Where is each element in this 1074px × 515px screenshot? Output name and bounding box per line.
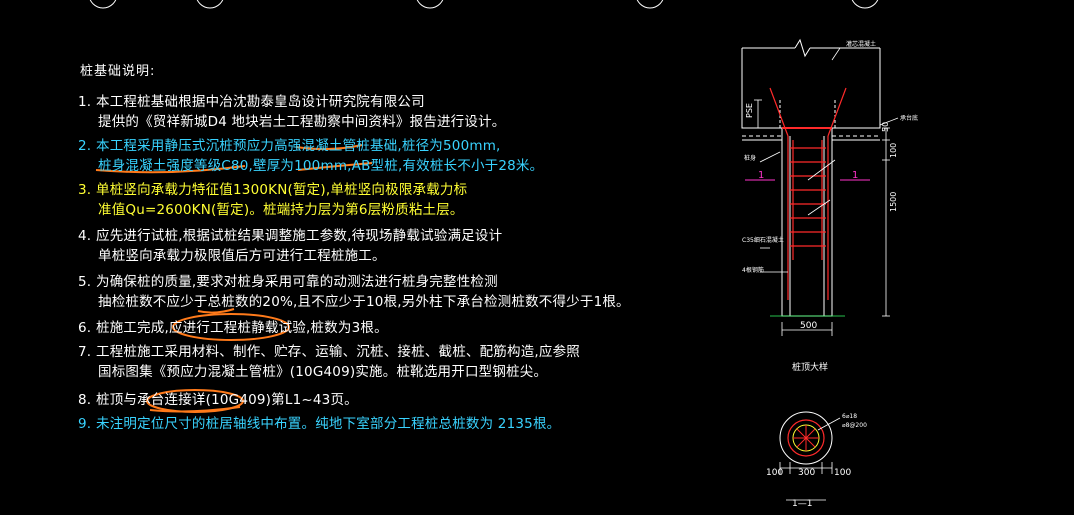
dim-mid-300: 300: [798, 468, 815, 478]
dim-right-100: 100: [834, 468, 851, 478]
caption-section: 1—1: [792, 499, 812, 509]
hand-annotations: [95, 144, 373, 413]
note-item-3: 3.单桩竖向承载力特征值1300KN(暂定),单桩竖向极限承载力标 准值Qu=2…: [78, 180, 467, 220]
underline-pile-diameter: [295, 144, 363, 151]
note-line: 本工程桩基础根据中冶沈勘泰皇岛设计研究院有限公司: [96, 94, 425, 110]
note-item-2: 2.本工程采用静压式沉桩预应力高强混凝土管桩基础,桩径为500mm, 桩身混凝土…: [78, 136, 543, 176]
note-line: 单桩竖向承载力特征值1300KN(暂定),单桩竖向极限承载力标: [96, 182, 468, 198]
cross-section-1-1: 6⌀18 ⌀8@200 100 300 100 1—1: [766, 411, 867, 509]
pile-inner-circle: [787, 419, 825, 457]
note-line: 应先进行试桩,根据试桩结果调整施工参数,待现场静载试验满足设计: [96, 228, 503, 244]
note-item-5: 5.为确保桩的质量,要求对桩身采用可靠的动测法进行桩身完整性检测 抽检桩数不应少…: [78, 272, 630, 312]
underline-20-percent: [197, 308, 235, 314]
note-number: 2.: [78, 138, 92, 154]
label-grout: 灌芯混凝土: [846, 40, 876, 48]
grid-bubble-5: [851, 0, 879, 9]
pile-outer-circle: [779, 411, 833, 465]
label-concrete: C35细石混凝土: [742, 236, 784, 244]
note-line: 工程桩施工采用材料、制作、贮存、运输、沉桩、接桩、截桩、配筋构造,应参照: [96, 344, 580, 360]
note-line: 桩施工完成,应进行: [96, 320, 211, 336]
dim-pse: PSE: [745, 103, 754, 118]
dim-1500: 1500: [889, 192, 898, 212]
note-number: 4.: [78, 228, 92, 244]
note-line: 抽检桩数不应少于总桩数的20%,且不应少于10根,另外柱下承台检测桩数不得少于1…: [98, 294, 630, 310]
grid-bubble-2: [196, 0, 224, 9]
break-mark: [794, 38, 811, 58]
note-item-8: 8.桩顶与承台连接详(10G409)第L1~43页。: [78, 390, 358, 410]
note-highlight: (10G409)第L1~43页。: [205, 392, 358, 408]
label-rebar: 4根钢筋: [742, 266, 764, 274]
label-rebar-count: 6⌀18: [842, 413, 857, 420]
label-cap-bottom: 承台底: [900, 114, 918, 122]
grid-bubble-3: [416, 0, 444, 9]
note-highlight: 工程桩静载试验,桩数为3根。: [210, 320, 388, 336]
note-item-9: 9.未注明定位尺寸的桩居轴线中布置。纯地下室部分工程桩总桩数为 2135根。: [78, 414, 560, 434]
note-number: 6.: [78, 320, 92, 336]
note-item-7: 7.工程桩施工采用材料、制作、贮存、运输、沉桩、接桩、截桩、配筋构造,应参照 国…: [78, 342, 580, 382]
notes-title: 桩基础说明:: [80, 64, 156, 79]
cut-mark-right: 1: [852, 170, 858, 181]
note-line: 未注明定位尺寸的桩居轴线中布置。纯地下室部分工程桩总桩数为 2135根。: [96, 416, 561, 432]
underline-concrete-grade: [95, 165, 246, 174]
note-item-4: 4.应先进行试桩,根据试桩结果调整施工参数,待现场静载试验满足设计 单桩竖向承载…: [78, 226, 502, 266]
note-number: 8.: [78, 392, 92, 408]
note-line: 准值Qu=2600KN(暂定)。桩端持力层为第6层粉质粘土层。: [98, 202, 464, 218]
note-highlight: 桩径为500mm,: [401, 138, 501, 154]
pile-top-detail: 灌芯混凝土 承台底 桩身 C35细石混凝土 4根钢筋 50 PSE 100 15…: [741, 38, 918, 373]
note-line: 桩顶与承台连接详: [96, 392, 206, 408]
grid-bubble-4: [636, 0, 664, 9]
note-number: 7.: [78, 344, 92, 360]
dim-500: 500: [800, 321, 817, 331]
note-number: 5.: [78, 274, 92, 290]
circle-static-test: [172, 313, 290, 341]
note-line: 提供的《贸祥新城D4 地块岩土工程勘察中间资料》报告进行设计。: [98, 114, 506, 130]
dim-50: 50: [881, 122, 890, 132]
grid-bubble-1: [89, 0, 117, 9]
note-line: 桩身混凝土强度等级C80,壁厚为100mm,AB型桩,有效桩长不小于28米。: [98, 158, 544, 174]
note-line: 为确保桩的质量,要求对桩身采用可靠的动测法进行桩身完整性检测: [96, 274, 498, 290]
note-item-6: 6.桩施工完成,应进行工程桩静载试验,桩数为3根。: [78, 318, 388, 338]
cap-outline: [741, 48, 782, 129]
grid-bubbles: [89, 0, 879, 9]
circle-atlas-ref: [146, 389, 244, 413]
note-number: 1.: [78, 94, 92, 110]
caption-pile-top: 桩顶大样: [792, 361, 828, 373]
label-stirrup: ⌀8@200: [842, 422, 867, 429]
label-pile-body: 桩身: [744, 154, 756, 162]
note-line: 本工程采用静压式沉桩预应力高强混凝土管桩基础,: [96, 138, 402, 154]
note-number: 9.: [78, 416, 92, 432]
cap-outline-right: [832, 48, 881, 129]
note-line: 单桩竖向承载力极限值后方可进行工程桩施工。: [98, 248, 386, 264]
dim-100: 100: [889, 143, 898, 158]
pile-foundation-notes: 桩基础说明: 1.本工程桩基础根据中冶沈勘泰皇岛设计研究院有限公司 提供的《贸祥…: [78, 64, 630, 434]
underline-pile-length: [297, 162, 373, 171]
note-item-1: 1.本工程桩基础根据中冶沈勘泰皇岛设计研究院有限公司 提供的《贸祥新城D4 地块…: [78, 92, 505, 132]
note-number: 3.: [78, 182, 92, 198]
cut-mark-left: 1: [758, 170, 764, 181]
note-line: 国标图集《预应力混凝土管桩》(10G409)实施。桩靴选用开口型钢桩尖。: [98, 364, 548, 380]
dim-left-100: 100: [766, 468, 783, 478]
